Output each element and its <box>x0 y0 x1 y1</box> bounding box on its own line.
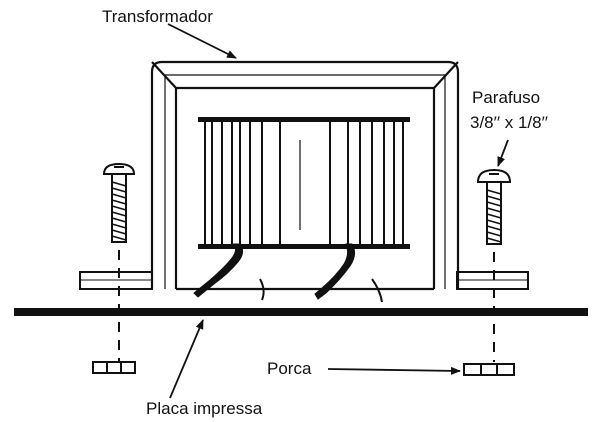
screw-left <box>102 162 136 243</box>
lead-wires <box>193 243 383 303</box>
arrow-nut <box>327 366 461 375</box>
label-nut: Porca <box>267 359 312 378</box>
alignment-dashes <box>118 250 495 362</box>
label-screw: Parafuso <box>472 88 540 107</box>
arrow-board <box>169 319 204 399</box>
label-board: Placa impressa <box>146 399 263 418</box>
arrow-transformer <box>167 23 237 59</box>
transformer-frame <box>150 60 460 291</box>
nut-left <box>92 361 136 374</box>
mounting-flange-left <box>79 271 153 290</box>
leader-arrows <box>167 23 509 399</box>
nut-right <box>463 363 515 376</box>
label-screw-size: 3/8′′ x 1/8′′ <box>470 113 548 132</box>
arrow-screw <box>497 139 509 167</box>
mounting-flange-right <box>456 271 529 290</box>
label-transformer: Transformador <box>102 7 213 26</box>
screw-right <box>476 168 512 245</box>
transformer-core <box>198 117 410 249</box>
printed-board <box>14 308 588 316</box>
